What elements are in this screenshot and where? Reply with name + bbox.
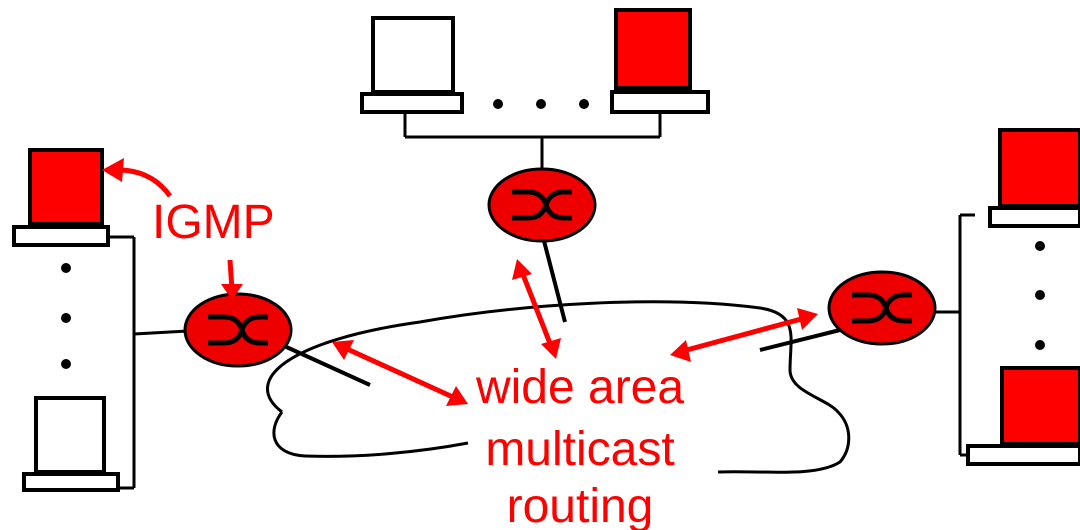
top-router-uplink <box>541 236 567 323</box>
red-computer-icon <box>610 8 710 114</box>
left-router-uplink <box>281 343 371 387</box>
ellipsis-dots-vertical <box>61 263 71 369</box>
red-computer-icon <box>988 128 1080 228</box>
white-computer-icon <box>22 396 120 492</box>
multicast-routing-arrows <box>332 259 818 406</box>
igmp-label: IGMP <box>152 196 275 249</box>
ellipsis-dots-horizontal <box>493 99 589 109</box>
router-icon <box>185 294 291 366</box>
router-icon <box>489 169 595 241</box>
wide-area-cloud <box>266 300 851 474</box>
red-computer-icon <box>966 366 1080 466</box>
white-computer-icon <box>360 16 464 114</box>
left-lan-bus <box>108 235 189 490</box>
router-icon <box>829 272 935 344</box>
red-computer-icon <box>12 148 110 247</box>
right-router-uplink <box>759 328 841 352</box>
ellipsis-dots-vertical <box>1035 241 1045 350</box>
cloud-label-line2: multicast <box>485 423 674 476</box>
cloud-label-line3: routing <box>507 480 654 530</box>
igmp-arrows <box>102 158 243 300</box>
right-lan-bus <box>930 213 975 457</box>
top-lan-bus <box>403 113 662 168</box>
cloud-label-line1: wide area <box>475 361 684 414</box>
